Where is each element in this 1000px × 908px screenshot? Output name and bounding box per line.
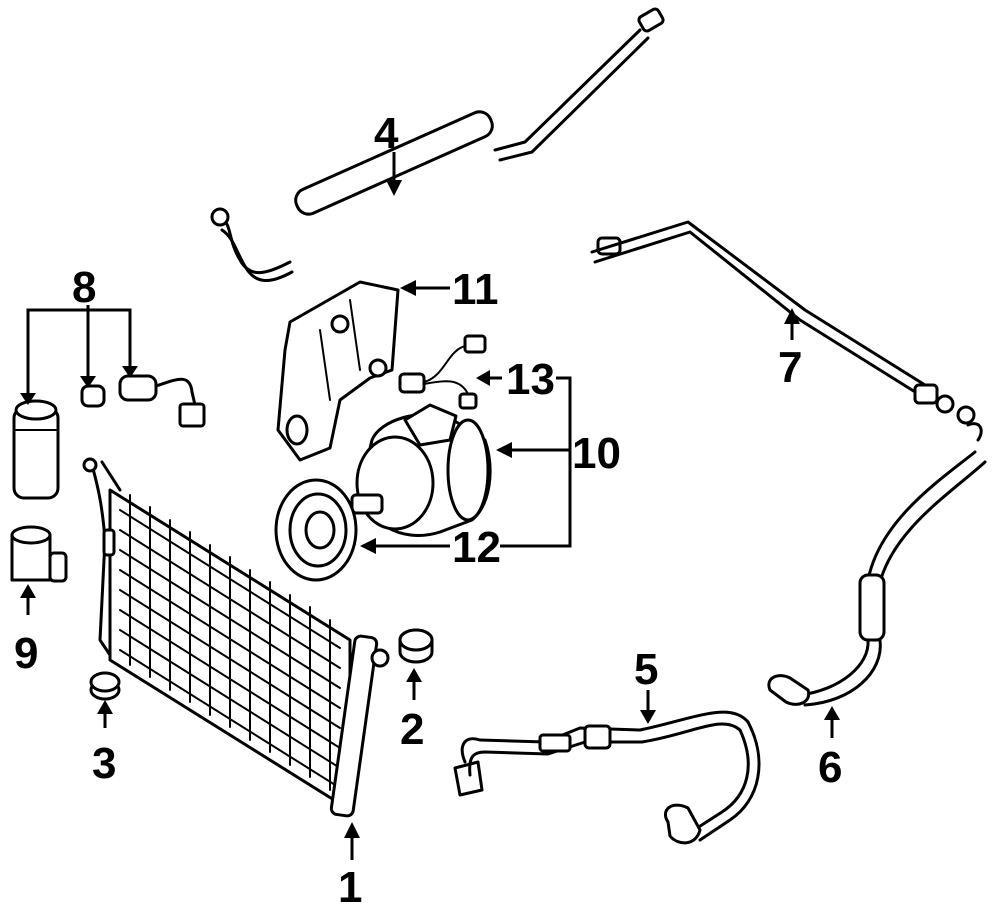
callout-2: 2 (400, 705, 424, 754)
part-8-receiver-drier-switches (12, 374, 206, 500)
callout-12: 12 (452, 523, 501, 572)
part-2-insulator (398, 628, 434, 664)
leader-lines (20, 152, 840, 860)
callout-7: 7 (778, 343, 802, 392)
part-1-condenser (82, 457, 390, 818)
callout-8: 8 (72, 263, 96, 312)
part-11-compressor-bracket (276, 280, 400, 462)
part-5-hose (453, 710, 761, 845)
part-3-insulator (89, 671, 121, 701)
part-12-clutch-pulley (274, 478, 358, 582)
callout-10: 10 (572, 429, 621, 478)
part-10-compressor (350, 403, 492, 538)
callout-5: 5 (634, 645, 658, 694)
callout-4: 4 (374, 109, 399, 158)
callout-13: 13 (506, 355, 555, 404)
part-9-bracket (10, 525, 68, 583)
callout-9: 9 (14, 629, 38, 678)
part-7-hose (590, 220, 976, 425)
part-4-liquid-line (210, 7, 665, 282)
callout-1: 1 (338, 863, 362, 908)
callout-11: 11 (452, 265, 499, 314)
part-13-wiring-harness (398, 334, 487, 410)
callout-3: 3 (92, 739, 116, 788)
part-6-hose (767, 422, 987, 707)
callout-6: 6 (818, 743, 842, 792)
